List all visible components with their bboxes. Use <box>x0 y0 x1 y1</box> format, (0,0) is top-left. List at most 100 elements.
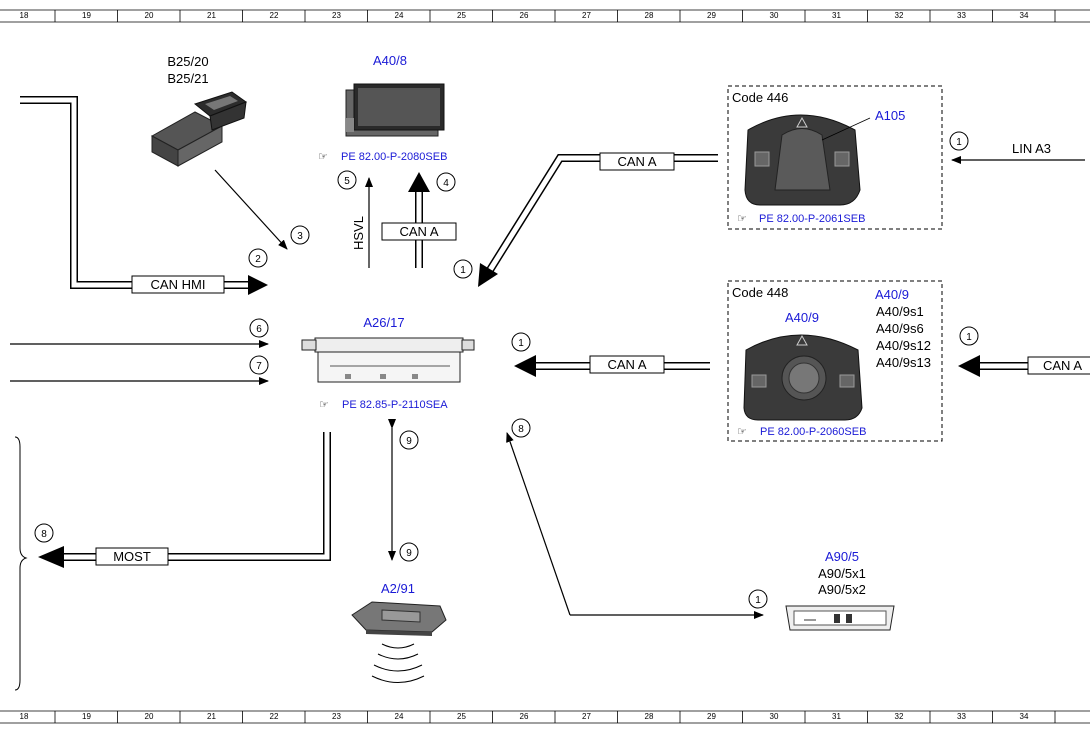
ruler-top-column-label: 23 <box>332 11 341 20</box>
svg-text:1: 1 <box>966 332 972 343</box>
svg-text:3: 3 <box>297 231 303 242</box>
code-446-ref: PE 82.00-P-2061SEB <box>759 213 865 225</box>
usb-port-image <box>785 605 895 631</box>
svg-text:1: 1 <box>755 595 761 606</box>
wireless-signal-icon <box>371 643 425 683</box>
ruler-bottom-column-label: 30 <box>770 712 779 721</box>
svg-text:9: 9 <box>406 436 412 447</box>
can-a-top-label: CAN A <box>617 154 656 169</box>
link-8-arrow <box>506 432 571 616</box>
a2-91-component: A2/91 <box>351 581 447 683</box>
ruler-top-column-label: 25 <box>457 11 466 20</box>
ruler-top-column-label: 24 <box>395 11 404 20</box>
can-a-mid-label: CAN A <box>607 357 646 372</box>
svg-text:4: 4 <box>443 178 449 189</box>
ruler-bottom-column-label: 32 <box>895 712 904 721</box>
marker-1-bottom: 1 <box>748 589 768 609</box>
marker-4: 4 <box>436 172 456 192</box>
ruler-top-column-label: 33 <box>957 11 966 20</box>
ruler-top-column-label: 34 <box>1020 11 1029 20</box>
ruler-top-column-label: 29 <box>707 11 716 20</box>
code-448-title: Code 448 <box>732 285 788 300</box>
control-panel-image <box>744 114 861 206</box>
a40-8-ref: PE 82.00-P-2080SEB <box>341 151 447 163</box>
ruler-bottom-column-label: 34 <box>1020 712 1029 721</box>
a40-8-label: A40/8 <box>373 53 407 68</box>
svg-text:5: 5 <box>344 176 350 187</box>
ruler-bottom-column-label: 27 <box>582 712 591 721</box>
svg-text:1: 1 <box>460 265 466 276</box>
svg-text:6: 6 <box>256 324 262 335</box>
marker-2: 2 <box>248 248 268 268</box>
a90-5-component: A90/5 A90/5x1 A90/5x2 <box>785 549 895 631</box>
control-unit-image <box>301 337 475 383</box>
display-image <box>345 83 445 137</box>
a26-17-ref: PE 82.85-P-2110SEA <box>342 399 448 411</box>
ruler-bottom-column-label: 23 <box>332 712 341 721</box>
b25-component: B25/20 B25/21 <box>150 54 248 167</box>
marker-1-mid: 1 <box>511 332 531 352</box>
can-hmi-label: CAN HMI <box>151 277 206 292</box>
a2-91-label: A2/91 <box>381 581 415 596</box>
svg-text:1: 1 <box>518 338 524 349</box>
a40-8-component: A40/8 ☞ PE 82.00-P-2080SEB <box>318 53 447 163</box>
marker-7: 7 <box>249 355 269 375</box>
b25-label-2: B25/21 <box>167 71 208 86</box>
ruler-bottom-column-label: 24 <box>395 712 404 721</box>
can-a-up-label: CAN A <box>399 224 438 239</box>
left-brace <box>14 436 28 691</box>
ruler-bottom-column-label: 31 <box>832 712 841 721</box>
ruler-bottom-column-label: 28 <box>645 712 654 721</box>
hsvl-label: HSVL <box>351 216 366 250</box>
sensor-image <box>150 91 248 167</box>
ruler-bottom-column-label: 21 <box>207 712 216 721</box>
lin-a3-label: LIN A3 <box>1012 141 1051 156</box>
ruler-bottom-column-label: 22 <box>270 712 279 721</box>
svg-text:9: 9 <box>406 548 412 559</box>
a26-17-component: A26/17 ☞ PE 82.85-P-2110SEA <box>301 315 475 411</box>
ruler-bottom-column-label: 29 <box>707 712 716 721</box>
most-bus: MOST <box>38 432 331 568</box>
ruler-top-column-label: 32 <box>895 11 904 20</box>
marker-6: 6 <box>249 318 269 338</box>
marker-5: 5 <box>337 170 357 190</box>
can-hmi-bus: CAN HMI <box>20 96 268 295</box>
a90-5-label: A90/5 <box>825 549 859 564</box>
a40-9-device-label: A40/9 <box>785 310 819 325</box>
code-446-box: Code 446 A105 ☞ PE 82.00-P-2061SEB <box>727 85 943 230</box>
marker-3: 3 <box>290 225 310 245</box>
ruler-bottom-column-label: 18 <box>20 712 29 721</box>
a26-17-label: A26/17 <box>363 315 404 330</box>
a40-9-list-head: A40/9 <box>875 287 909 302</box>
a40-9-s6: A40/9s6 <box>876 321 924 336</box>
a40-9-s1: A40/9s1 <box>876 304 924 319</box>
ruler-top-column-label: 18 <box>20 11 29 20</box>
most-label: MOST <box>113 549 151 564</box>
a40-9-s13: A40/9s13 <box>876 355 931 370</box>
ruler-bottom-column-label: 33 <box>957 712 966 721</box>
a90-5-x2: A90/5x2 <box>818 582 866 597</box>
antenna-module-image <box>351 601 447 636</box>
ruler-top-column-label: 20 <box>145 11 154 20</box>
hand-pointer-icon: ☞ <box>737 426 747 438</box>
code-448-box: Code 448 A40/9 A40/9 A40/9s1 A40/9s6 A40… <box>727 280 943 442</box>
b25-label-1: B25/20 <box>167 54 208 69</box>
hand-pointer-icon: ☞ <box>319 399 329 411</box>
svg-text:8: 8 <box>518 424 524 435</box>
ruler-bottom-column-label: 25 <box>457 712 466 721</box>
ruler-top-column-label: 27 <box>582 11 591 20</box>
can-a-up-bus: CAN A <box>381 172 457 268</box>
hand-pointer-icon: ☞ <box>737 213 747 225</box>
code-446-title: Code 446 <box>732 90 788 105</box>
ruler-top-column-label: 21 <box>207 11 216 20</box>
can-a-mid-bus: CAN A <box>514 355 710 377</box>
ruler-bottom-column-label: 19 <box>82 712 91 721</box>
can-a-diagonal-bus: CAN A <box>478 152 718 287</box>
ruler-bottom-column-label: 20 <box>145 712 154 721</box>
marker-9-top: 9 <box>399 430 419 450</box>
marker-9-bottom: 9 <box>399 542 419 562</box>
svg-text:8: 8 <box>41 529 47 540</box>
